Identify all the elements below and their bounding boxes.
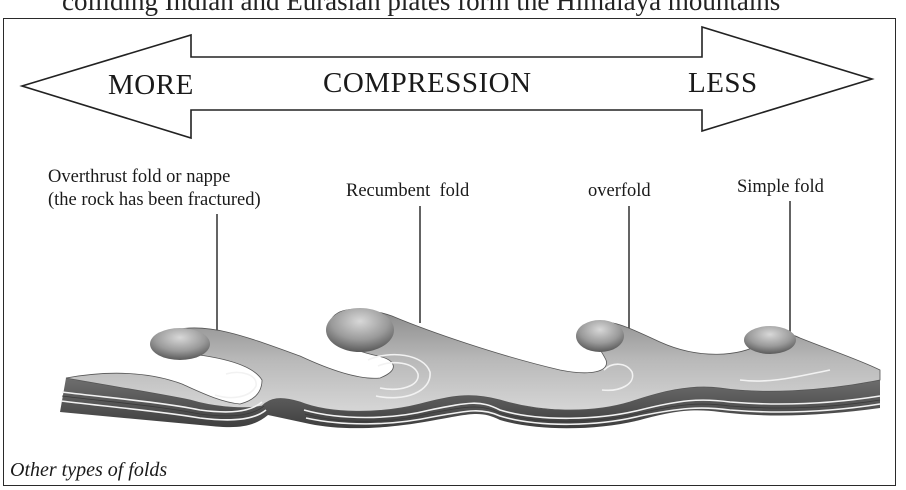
label-overfold: overfold	[588, 180, 651, 203]
label-overthrust-line2: (the rock has been fractured)	[48, 189, 261, 212]
label-overthrust-fold: Overthrust fold or nappe (the rock has b…	[48, 166, 261, 212]
figure-caption: Other types of folds	[10, 459, 167, 482]
label-overthrust-line1: Overthrust fold or nappe	[48, 166, 261, 189]
folded-rock-strata	[60, 308, 880, 428]
label-recumbent-fold: Recumbent fold	[346, 180, 469, 203]
arrow-label-compression: COMPRESSION	[323, 69, 532, 98]
arrow-label-less: LESS	[688, 69, 758, 98]
label-simple-fold: Simple fold	[737, 176, 824, 199]
arrow-label-more: MORE	[108, 71, 194, 100]
